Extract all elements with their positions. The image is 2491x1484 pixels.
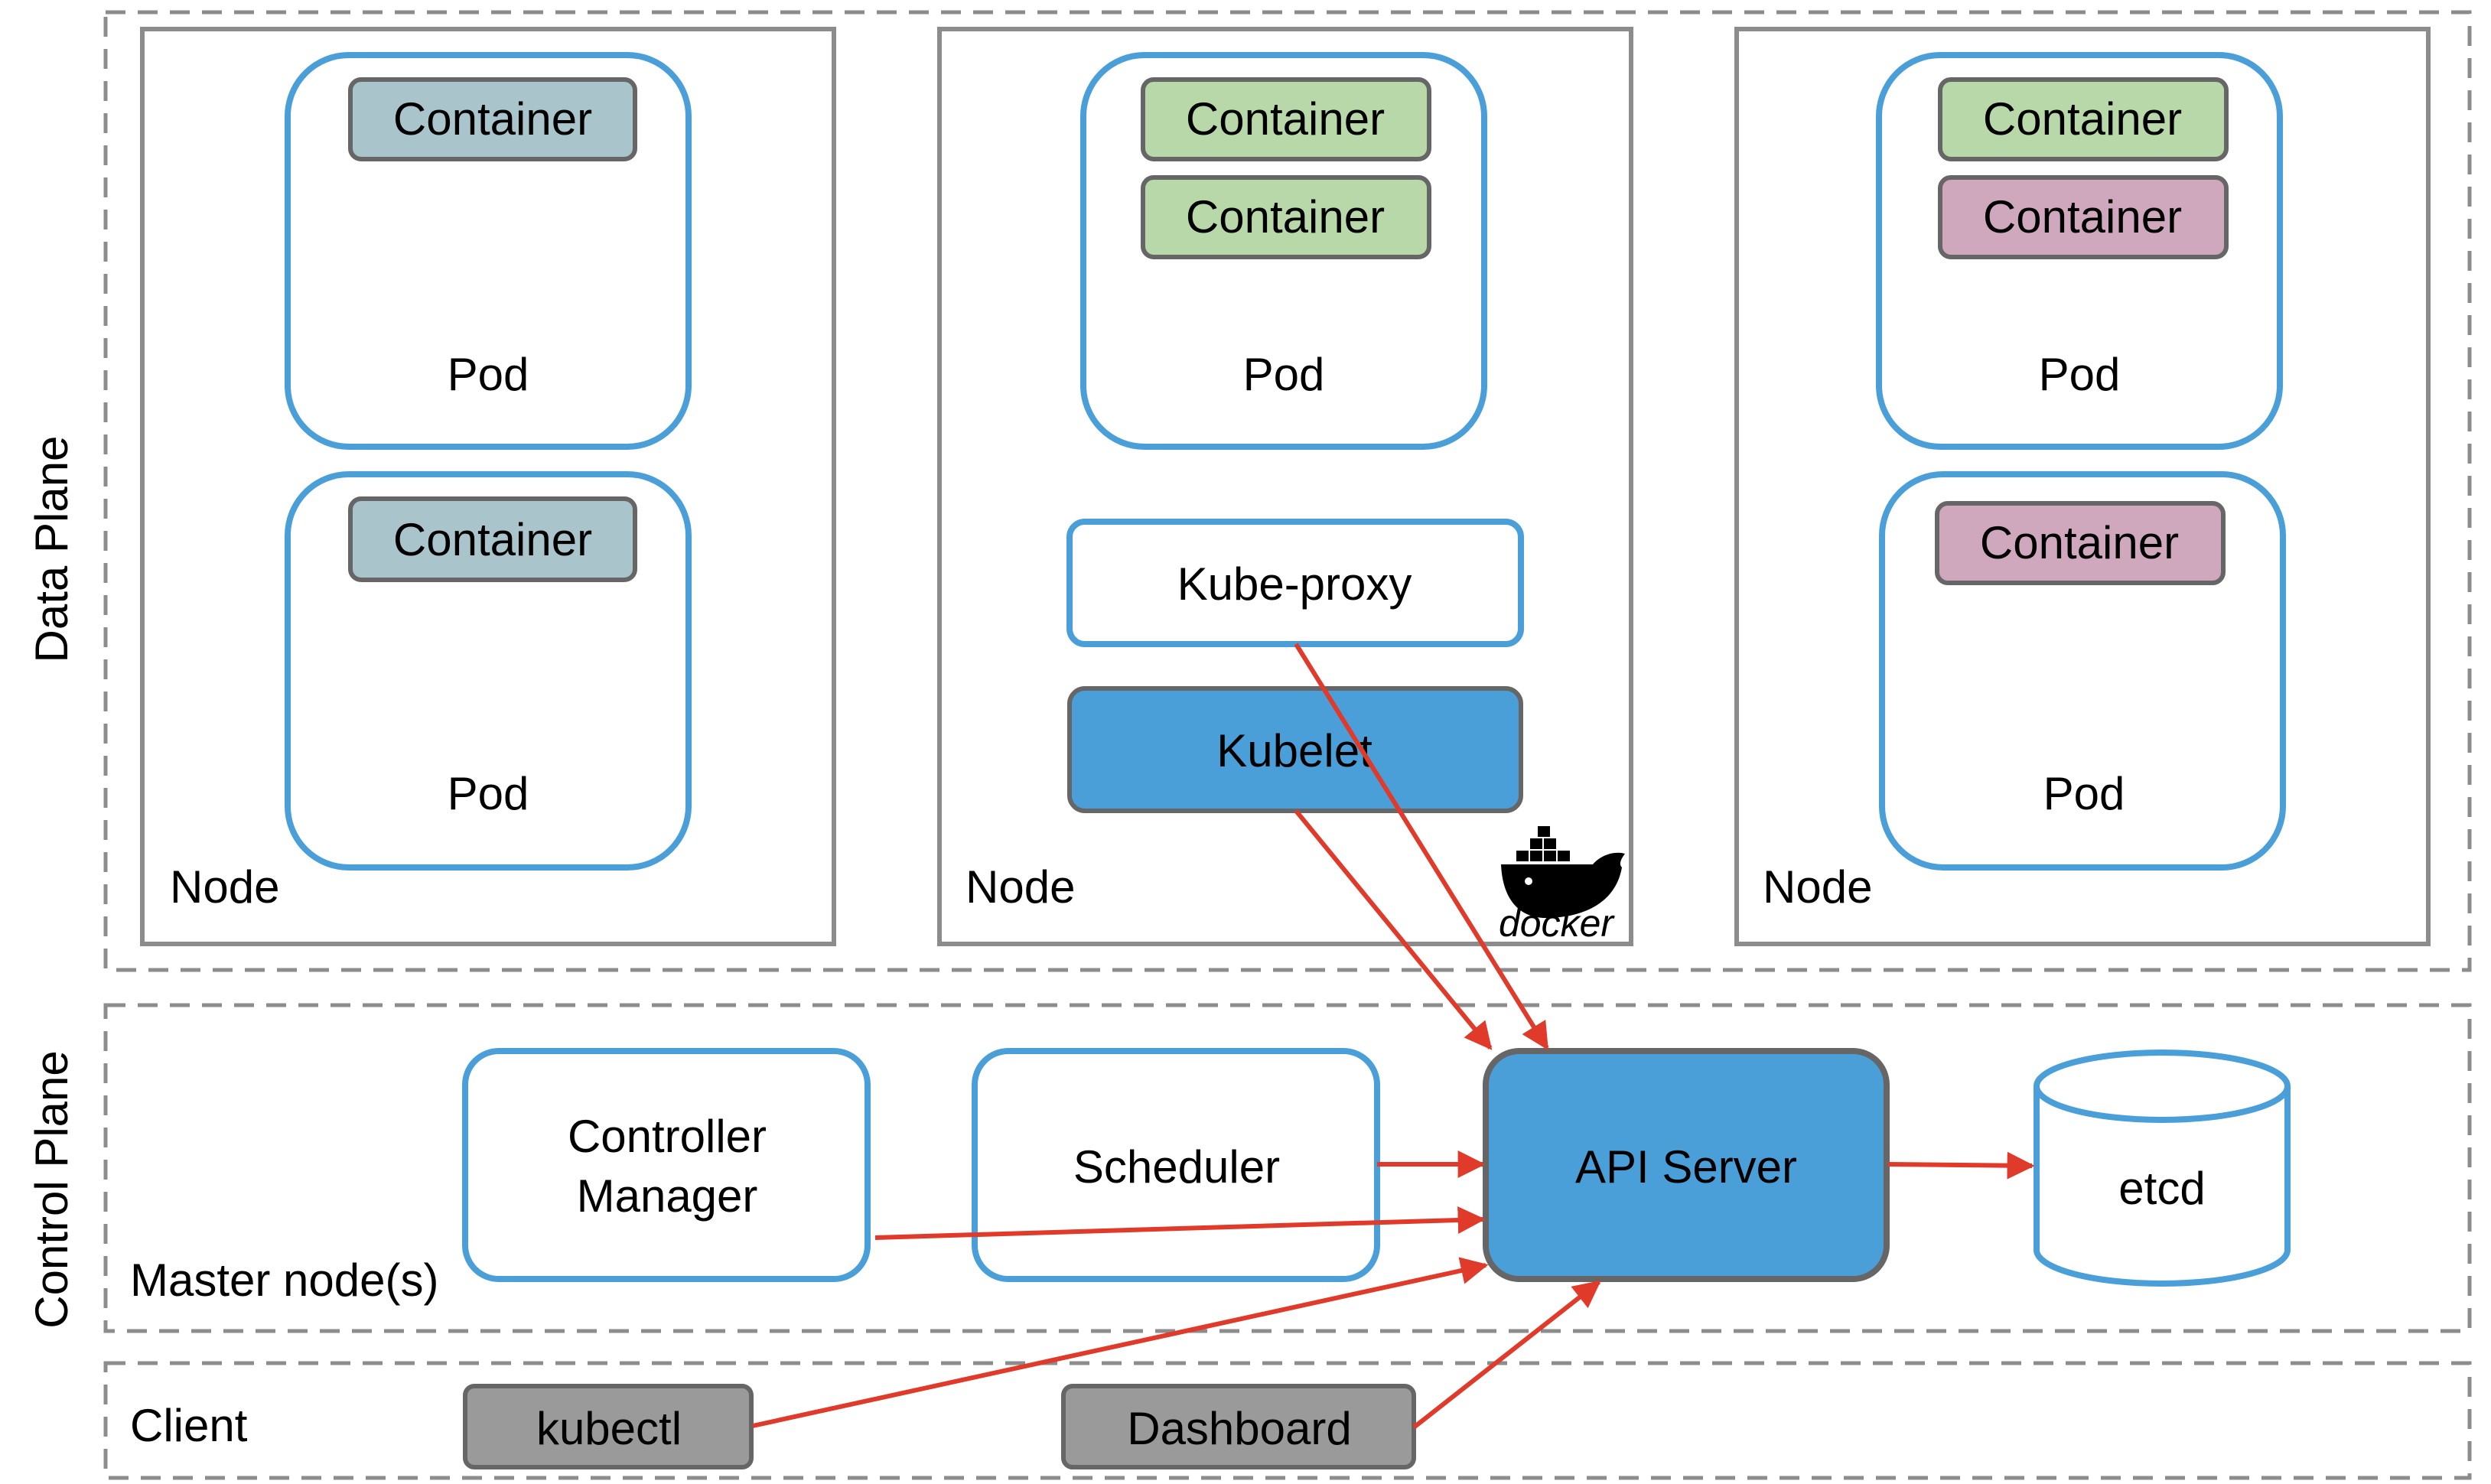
pod-label: Pod (448, 349, 529, 400)
controller-manager-label-line1: Controller (568, 1111, 767, 1162)
controller-manager-label-line2: Manager (577, 1170, 758, 1222)
node-2: Node Container Container Pod Kube-proxy … (937, 27, 1633, 946)
container (1141, 77, 1431, 161)
kube-proxy: Kube-proxy (1066, 519, 1524, 647)
scheduler: Scheduler (972, 1048, 1380, 1282)
pod-label: Pod (2039, 349, 2121, 400)
arrow-kubectl-to-api-server (752, 1257, 1489, 1428)
container-label: Container (393, 514, 592, 565)
pod: Container Container Pod (1876, 52, 2283, 450)
container (1141, 175, 1431, 259)
arrow-kube-proxy-to-api-server (1294, 643, 1549, 1051)
node-label: Node (1763, 861, 1872, 913)
kubectl: kubectl (463, 1384, 754, 1469)
docker-logo-text: docker (1499, 902, 1615, 945)
pod-label: Pod (448, 768, 529, 819)
arrow-dashboard-to-api-server (1412, 1280, 1601, 1430)
data-plane-region (103, 10, 2472, 972)
control-plane-label: Control Plane (26, 1050, 77, 1329)
pod-label: Pod (2043, 768, 2125, 819)
container (1938, 77, 2229, 161)
container-label: Container (1186, 191, 1385, 242)
node-label: Node (170, 861, 279, 913)
node-3: Node Container Container Pod Container P… (1734, 27, 2431, 946)
container-label: Container (1983, 191, 2182, 242)
pod: Container Container Pod (1080, 52, 1487, 450)
container-label: Container (1983, 93, 2182, 145)
etcd-database: etcd (2034, 1050, 2291, 1287)
control-plane-region (103, 1003, 2472, 1333)
container-label: Container (393, 93, 592, 145)
container-label: Container (1980, 517, 2179, 568)
dashboard: Dashboard (1061, 1384, 1416, 1469)
client-region (103, 1361, 2472, 1480)
pod: Container Pod (1879, 471, 2286, 871)
node-label: Node (965, 861, 1075, 913)
kube-proxy-label: Kube-proxy (1177, 558, 1412, 610)
pod: Container Pod (285, 471, 692, 871)
arrow-kubelet-to-api-server (1294, 809, 1493, 1050)
container (1938, 175, 2229, 259)
container-label: Container (1186, 93, 1385, 145)
container (348, 77, 637, 161)
pod: Container Pod (285, 52, 692, 450)
dashboard-label: Dashboard (1127, 1403, 1352, 1454)
arrow-api-server-to-etcd (1887, 1151, 2035, 1180)
arrow-controller-manager-to-api-server (874, 1206, 1486, 1240)
node-1: Node Container Pod Container Pod (140, 27, 836, 946)
kubelet-label: Kubelet (1216, 725, 1372, 776)
docker-logo: docker (1499, 826, 1625, 945)
etcd-label: etcd (2118, 1163, 2205, 1214)
api-server: API Server (1483, 1048, 1890, 1282)
scheduler-label: Scheduler (1073, 1141, 1280, 1193)
kubectl-label: kubectl (536, 1403, 682, 1454)
client-label: Client (130, 1400, 248, 1451)
container (348, 496, 637, 582)
data-plane-label: Data Plane (26, 436, 77, 663)
api-server-label: API Server (1575, 1141, 1797, 1193)
controller-manager: Controller Manager (462, 1048, 871, 1282)
container (1935, 501, 2226, 585)
kubelet: Kubelet (1067, 686, 1523, 813)
master-nodes-label: Master node(s) (130, 1255, 438, 1306)
pod-label: Pod (1243, 349, 1325, 400)
